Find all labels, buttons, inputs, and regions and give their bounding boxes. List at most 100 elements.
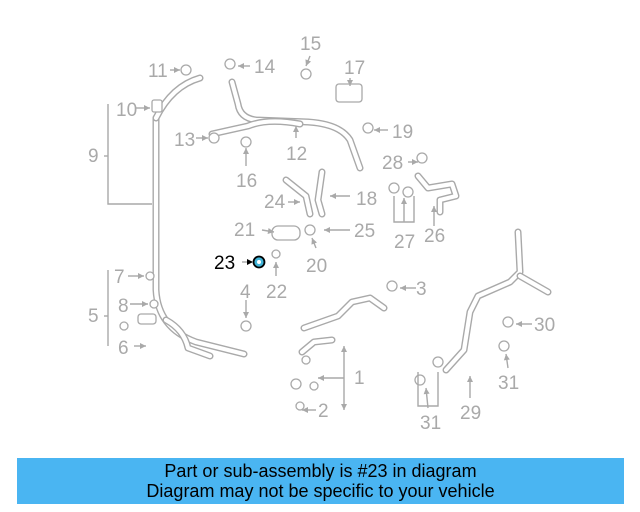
clamp-14 xyxy=(145,271,155,281)
callout-labels: 1234567891011121314151617181920212223242… xyxy=(88,34,555,434)
clamp-12 xyxy=(240,320,252,332)
callout-label-16: 16 xyxy=(236,171,257,192)
lead-11-1-arrow xyxy=(174,67,180,73)
callout-label-1: 1 xyxy=(354,368,365,389)
clamp-24 xyxy=(295,401,305,411)
lead-15-1-arrow xyxy=(305,59,312,66)
lead-27-1-arrow xyxy=(401,198,407,204)
clamp-20 xyxy=(414,374,426,386)
lead-10-1-arrow xyxy=(144,105,150,111)
clamp-3 xyxy=(300,68,312,80)
lead-1-1-arrow xyxy=(318,375,324,381)
lead-18-1-arrow xyxy=(330,193,336,199)
lead-31-2-arrow xyxy=(423,388,430,395)
lead-20-1-arrow xyxy=(311,238,318,245)
callout-label-18: 18 xyxy=(356,189,377,210)
clamp-18 xyxy=(498,340,510,352)
bracket-21 xyxy=(271,225,301,241)
lead-21-1-arrow xyxy=(267,228,274,234)
callout-label-14: 14 xyxy=(254,57,276,78)
lead-31-1-arrow xyxy=(503,354,510,361)
clamp-19 xyxy=(432,356,444,368)
lead-17-1-arrow xyxy=(347,80,353,86)
callout-label-24: 24 xyxy=(264,192,286,213)
callout-label-17: 17 xyxy=(344,58,365,79)
callout-label-21: 21 xyxy=(234,220,255,241)
callout-label-26: 26 xyxy=(424,226,445,247)
lead-23-1-arrow xyxy=(247,259,253,265)
part-drawings xyxy=(119,58,514,411)
callout-label-28: 28 xyxy=(382,153,403,174)
part-23-ring-center xyxy=(257,260,261,264)
lead-7-1-arrow xyxy=(138,273,144,279)
callout-label-3: 3 xyxy=(416,279,427,300)
callout-label-4: 4 xyxy=(240,282,251,303)
hose-core-9 xyxy=(299,337,335,355)
callout-label-12: 12 xyxy=(286,144,307,165)
hose-core-11 xyxy=(443,229,523,373)
callout-label-20: 20 xyxy=(306,256,327,277)
bracket-10 xyxy=(151,99,163,113)
fitting-5 xyxy=(137,313,157,325)
info-banner: Part or sub-assembly is #23 in diagram D… xyxy=(17,458,624,504)
lead-1-2-arrow xyxy=(341,346,347,352)
callout-label-5: 5 xyxy=(88,306,99,327)
callout-label-31: 31 xyxy=(498,373,519,394)
hose-core-5 xyxy=(283,177,313,217)
callout-label-25: 25 xyxy=(354,221,375,242)
callout-lines xyxy=(104,55,532,413)
clamp-9 xyxy=(402,186,414,198)
clamp-6 xyxy=(362,122,374,134)
banner-line-part: Part or sub-assembly is #23 in diagram xyxy=(164,461,477,481)
lead-22-1-arrow xyxy=(273,262,279,268)
clamp-21 xyxy=(301,355,311,365)
clamp-10 xyxy=(304,224,316,236)
lead-3-1-arrow xyxy=(400,285,406,291)
lead-19-1-arrow xyxy=(374,127,380,133)
lead-13-1-arrow xyxy=(202,135,208,141)
clamp-22 xyxy=(290,378,302,390)
clamp-17 xyxy=(502,316,514,328)
clamp-2 xyxy=(224,58,236,70)
hose-outline-2 xyxy=(152,74,204,122)
lead-4-1-arrow xyxy=(243,312,249,318)
bracket-27 xyxy=(393,196,415,223)
callout-label-29: 29 xyxy=(460,403,481,424)
lead-12-1-arrow xyxy=(293,126,299,132)
callout-label-19: 19 xyxy=(392,122,413,143)
lead-6-1-arrow xyxy=(140,343,146,349)
hose-core-2 xyxy=(153,75,203,121)
clamp-23 xyxy=(309,381,319,391)
hose-core-12 xyxy=(517,273,551,295)
hose-core-6 xyxy=(315,169,325,217)
bracket-9 xyxy=(107,104,152,205)
callout-label-27: 27 xyxy=(394,232,415,253)
fitting-17 xyxy=(335,83,363,103)
hose-core-10 xyxy=(415,173,459,215)
lead-28-1-arrow xyxy=(412,159,418,165)
clamp-11 xyxy=(271,249,281,259)
callout-label-7: 7 xyxy=(114,267,125,288)
callout-label-10: 10 xyxy=(116,100,137,121)
callout-label-31-b: 31 xyxy=(420,413,441,434)
callout-label-6: 6 xyxy=(118,338,129,359)
callout-label-22: 22 xyxy=(266,282,287,303)
callout-label-15: 15 xyxy=(300,34,321,55)
lead-29-1-arrow xyxy=(467,376,473,382)
callout-label-23: 23 xyxy=(214,253,235,274)
lead-2-1-arrow xyxy=(302,407,308,413)
hose-core-4 xyxy=(209,119,303,137)
callout-label-2: 2 xyxy=(318,401,329,422)
hose-drawings xyxy=(152,74,552,374)
lead-8-1-arrow xyxy=(142,301,148,307)
clamp-4 xyxy=(208,132,220,144)
lead-16-1-arrow xyxy=(243,148,249,154)
banner-line-disclaimer: Diagram may not be specific to your vehi… xyxy=(146,481,495,501)
lead-24-1-arrow xyxy=(294,199,300,205)
clamp-7 xyxy=(416,152,428,164)
bracket-31b xyxy=(417,372,439,407)
hose-core-7 xyxy=(163,317,213,359)
hose-core-8 xyxy=(301,295,387,331)
hose-outline-11 xyxy=(442,228,524,374)
